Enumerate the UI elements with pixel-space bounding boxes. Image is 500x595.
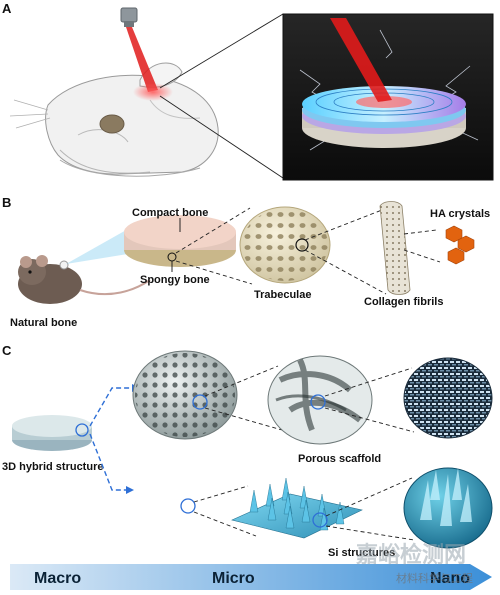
watermark-subtext: 材料科学与工程 (396, 571, 473, 585)
label-compact-bone: Compact bone (132, 207, 208, 219)
nano-spike-sphere (403, 467, 493, 549)
lattice-mesh (137, 465, 221, 539)
zoom-line (324, 407, 415, 433)
zoom-line (325, 525, 415, 541)
label-spongy-bone: Spongy bone (140, 274, 210, 286)
laser-beam (126, 27, 158, 92)
callout-line (159, 95, 284, 179)
zoom-line (325, 477, 413, 517)
mouse-illustration (18, 255, 151, 304)
label-porous-scaffold: Porous scaffold (298, 453, 381, 465)
label-natural-bone: Natural bone (10, 317, 77, 329)
branch-arrow-lower (89, 433, 126, 491)
watermark-text: 嘉峪检测网 (356, 542, 466, 567)
panel-c-letter: C (2, 343, 12, 358)
porous-scaffold-zoom (267, 355, 373, 445)
zoom-line (175, 260, 253, 285)
zoom-line (175, 207, 251, 254)
mouse-head-illustration (9, 62, 219, 177)
implant-inset (282, 13, 494, 181)
label-collagen-fibrils: Collagen fibrils (364, 296, 443, 308)
label-trabeculae: Trabeculae (254, 289, 311, 301)
panel-b-letter: B (2, 195, 11, 210)
scale-arrow (10, 564, 492, 590)
zoom-line (204, 365, 279, 397)
zoom-line (324, 367, 413, 397)
si-spike-plate (231, 477, 363, 539)
label-ha-crystals: HA crystals (430, 208, 490, 220)
label-si-structures: Si structures (328, 547, 395, 559)
zoom-line (304, 249, 387, 295)
collagen-fibril (379, 201, 411, 295)
callout-line (159, 13, 284, 89)
zoom-marker (295, 238, 309, 252)
label-3d-hybrid-structure: 3D hybrid structure (2, 461, 103, 473)
laser-source (120, 7, 138, 27)
laser-spot (133, 83, 173, 101)
trabeculae-sphere (239, 206, 331, 284)
zoom-line (204, 407, 283, 431)
scale-label-macro: Macro (34, 570, 81, 587)
scan-beam (66, 225, 140, 264)
hybrid-structure-disc (12, 415, 92, 451)
zoom-line (403, 229, 437, 235)
branch-arrow-upper (89, 387, 132, 427)
ha-crystals (445, 225, 475, 265)
nano-fiber-texture (403, 357, 493, 439)
zoom-line (403, 249, 441, 263)
scale-label-micro: Micro (212, 570, 255, 587)
panel-a-letter: A (2, 1, 12, 16)
arrowhead (126, 486, 134, 494)
zoom-line (193, 485, 249, 503)
porous-sphere (132, 350, 238, 440)
scale-label-nano: Nano (430, 570, 470, 587)
